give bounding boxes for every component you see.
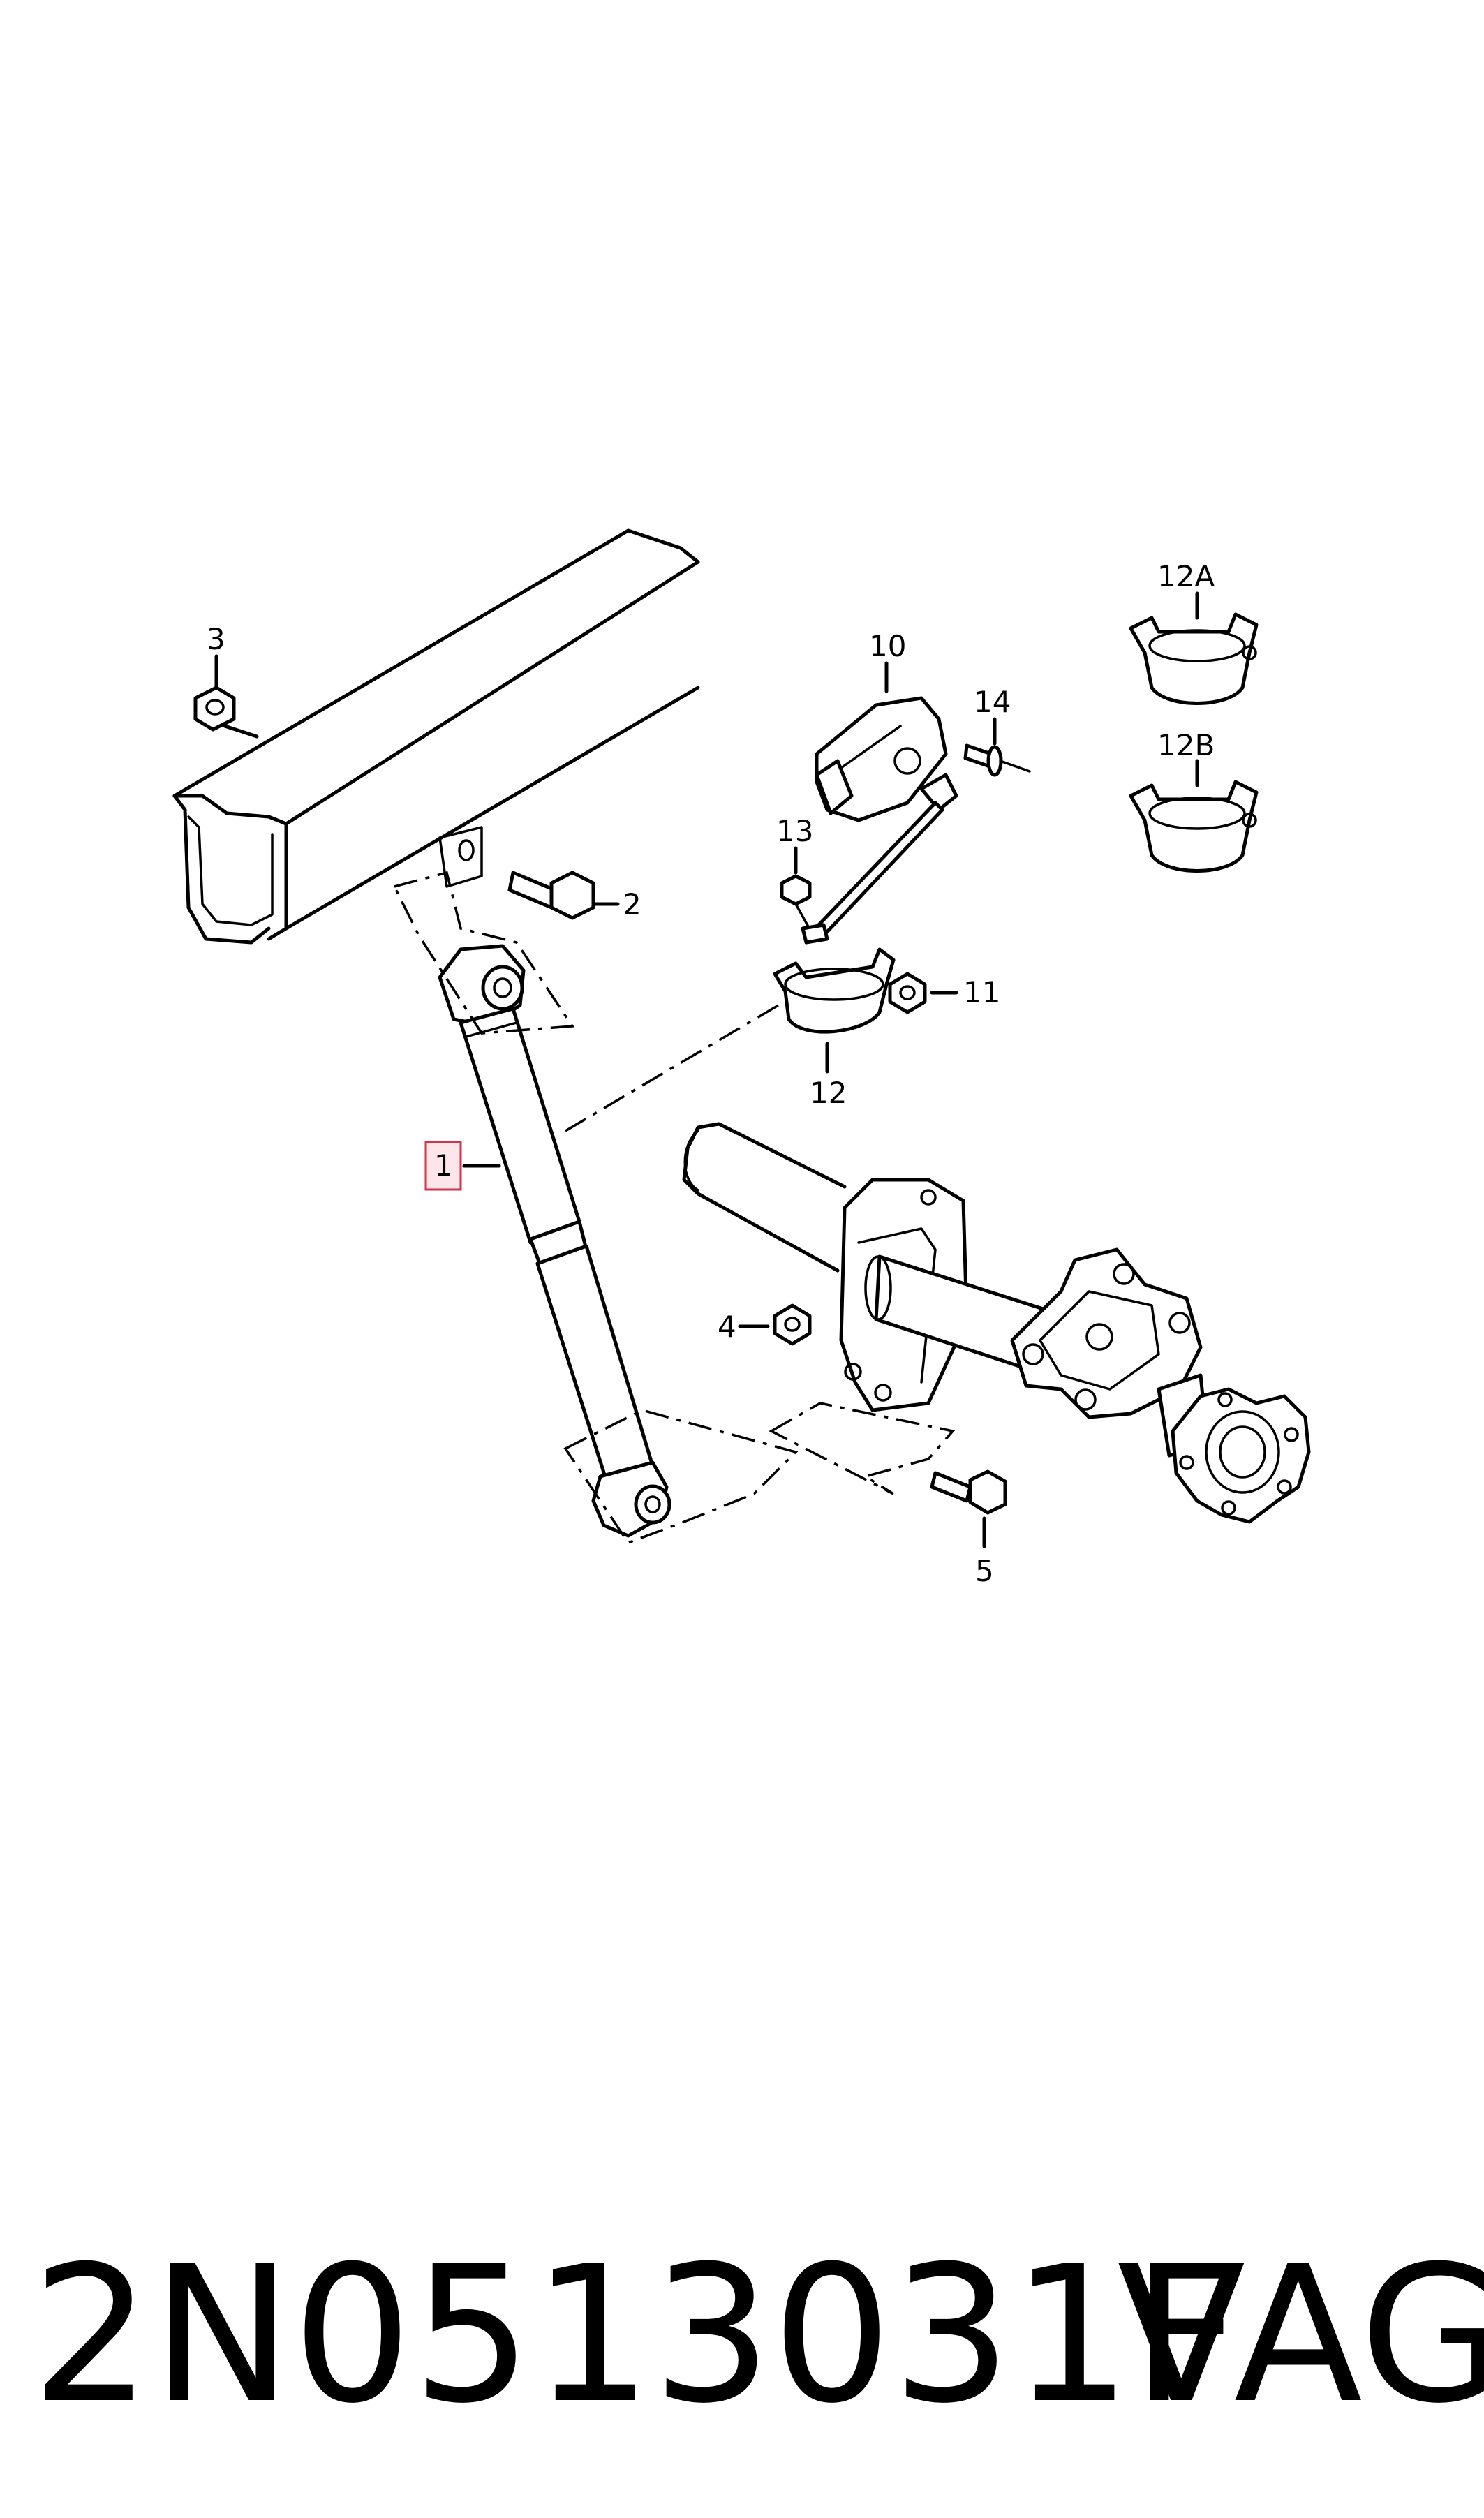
- callout-11: 11: [963, 975, 1000, 1009]
- callout-4: 4: [718, 1310, 736, 1344]
- clamp-12B: [1129, 759, 1259, 873]
- callout-12B: 12B: [1157, 728, 1215, 762]
- callout-13: 13: [776, 814, 813, 848]
- part-number: 2N0513031F: [31, 2225, 1240, 2445]
- bracket-dashed-frame: [769, 1402, 956, 1495]
- brand-name: VAG: [1117, 2225, 1484, 2445]
- upper-mount-dashed-frame: [392, 871, 575, 1035]
- shock-absorber: [438, 944, 671, 1538]
- level-sensor-10: [813, 661, 958, 938]
- callout-12A: 12A: [1157, 559, 1215, 593]
- frame-beam: [172, 528, 700, 945]
- clamp-12A: [1129, 591, 1259, 705]
- callout-10: 10: [869, 629, 906, 663]
- callout-1-highlight: [424, 1141, 462, 1191]
- callout-5: 5: [975, 1554, 994, 1588]
- callout-1: 1: [434, 1148, 453, 1183]
- clamp-12: [773, 947, 896, 1074]
- callout-12: 12: [810, 1076, 847, 1110]
- pin-screw-14: [963, 717, 1031, 777]
- rear-axle-assembly: [682, 1122, 1311, 1524]
- nut-11: [888, 972, 958, 1014]
- bolt-13: [780, 846, 829, 945]
- sensor-link-dashed-line: [565, 1004, 779, 1132]
- bolt-2: [507, 871, 620, 920]
- callout-14: 14: [974, 685, 1011, 719]
- nut-3: [193, 686, 259, 739]
- footer: 2N0513031F VAG: [0, 2230, 1484, 2440]
- nut-4: [738, 1303, 812, 1346]
- lower-mount-dashed-frame: [563, 1409, 799, 1545]
- callout-2: 2: [623, 887, 641, 921]
- bolt-5: [930, 1469, 1007, 1548]
- callout-3: 3: [207, 622, 225, 656]
